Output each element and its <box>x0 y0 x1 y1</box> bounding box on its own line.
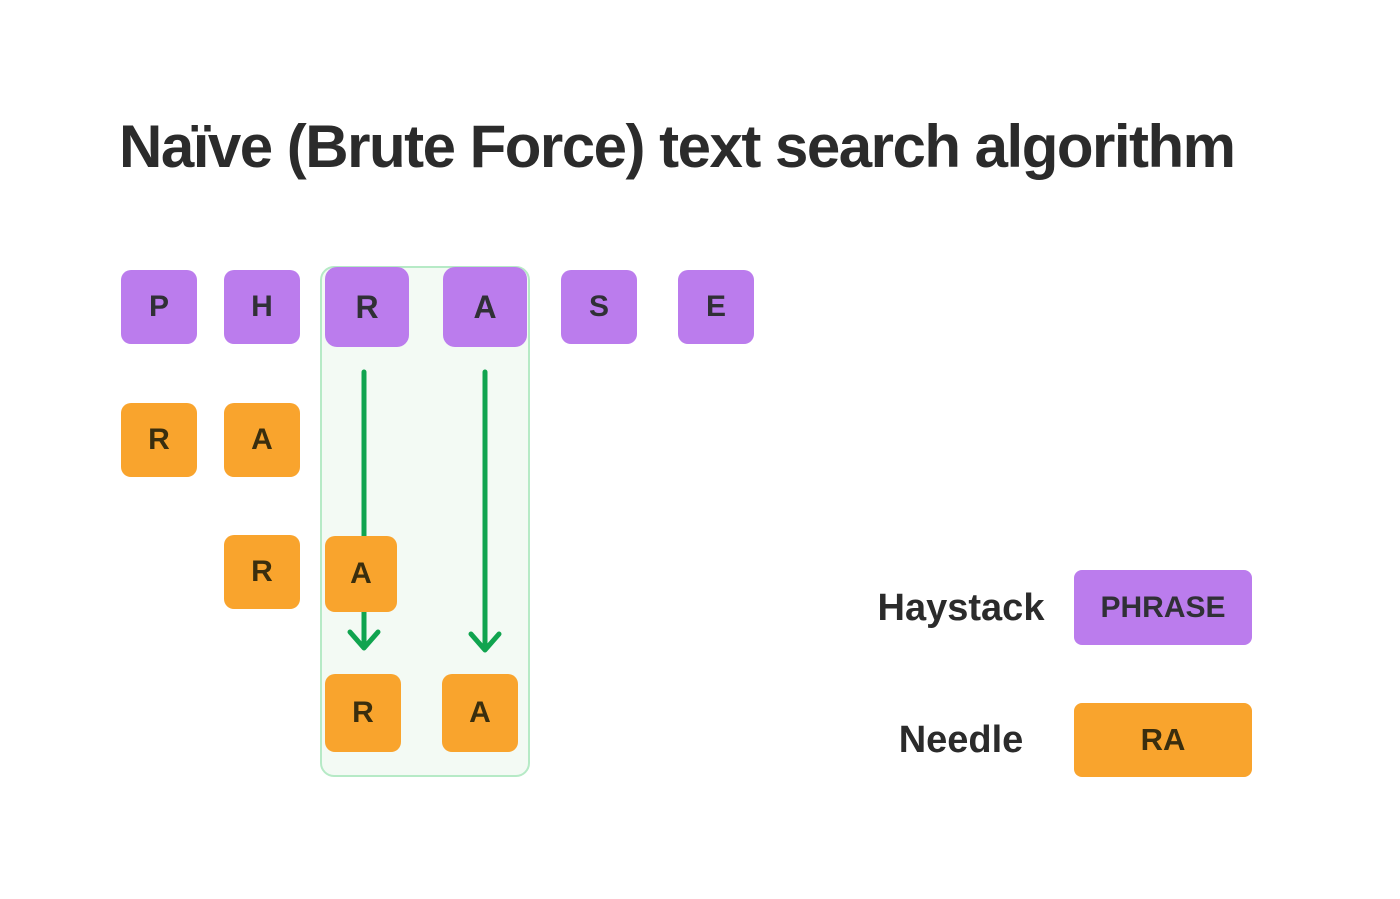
match-arrows <box>320 350 530 660</box>
needle-letter-box: R <box>224 535 300 609</box>
needle-letter-box: A <box>224 403 300 477</box>
needle-letter-box-matched: R <box>325 674 401 752</box>
page-title: Naïve (Brute Force) text search algorith… <box>119 113 1236 180</box>
haystack-letter-box: E <box>678 270 754 344</box>
haystack-letter-box-matched: A <box>443 267 527 347</box>
legend-haystack-chip: PHRASE <box>1074 570 1252 645</box>
haystack-letter-box: H <box>224 270 300 344</box>
haystack-letter-box-matched: R <box>325 267 409 347</box>
legend-needle-chip: RA <box>1074 703 1252 777</box>
needle-letter-box-matched: A <box>442 674 518 752</box>
haystack-letter-box: S <box>561 270 637 344</box>
needle-letter-box: A <box>325 536 397 612</box>
needle-letter-box: R <box>121 403 197 477</box>
haystack-letter-box: P <box>121 270 197 344</box>
legend-needle-label: Needle <box>898 719 1024 761</box>
down-arrow-icon <box>468 369 502 653</box>
legend-haystack-label: Haystack <box>877 587 1045 629</box>
